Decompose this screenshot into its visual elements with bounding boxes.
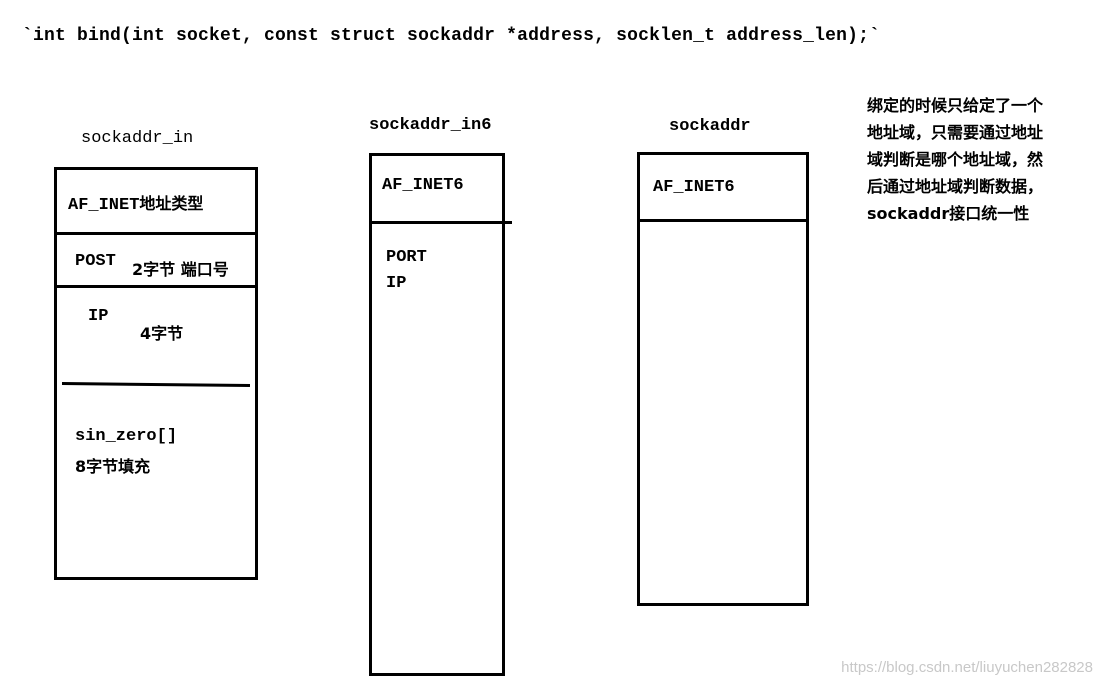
sockaddr-in6-ip: IP [386, 274, 407, 293]
sockaddr-in-ip-desc: 4字节 [140, 324, 184, 343]
sockaddr-family: AF_INET6 [653, 178, 735, 197]
sockaddr-in-family-field: AF_INET地址类型 [68, 190, 203, 215]
sockaddr-in-port-desc: 2字节 端口号 [132, 260, 229, 279]
sockaddr-box: AF_INET6 [637, 152, 809, 606]
sockaddr-divider [640, 219, 806, 222]
watermark: https://blog.csdn.net/liuyuchen282828 [841, 659, 1093, 676]
sockaddr-in6-divider [372, 221, 512, 224]
note-line: 地址域，只需要通过地址 [867, 123, 1044, 142]
sockaddr-in-family: AF_INET [68, 196, 140, 215]
sockaddr-in-box: AF_INET地址类型 POST 2字节 端口号 IP 4字节 sin_zero… [54, 167, 258, 580]
sockaddr-title: sockaddr [669, 117, 751, 136]
note-line: sockaddr接口统一性 [867, 204, 1030, 223]
sockaddr-in-family-desc: 地址类型 [139, 194, 204, 213]
sockaddr-in6-port: PORT [386, 248, 427, 267]
sockaddr-in-divider-ip [61, 382, 251, 387]
note-line: 域判断是哪个地址域，然 [867, 150, 1044, 169]
note-line: 绑定的时候只给定了一个 [867, 96, 1044, 115]
sockaddr-in-zero: sin_zero[] [75, 427, 178, 446]
sockaddr-in-divider-port [57, 285, 255, 288]
binding-note: 绑定的时候只给定了一个 地址域，只需要通过地址 域判断是哪个地址域，然 后通过地… [867, 92, 1099, 227]
sockaddr-in6-family: AF_INET6 [382, 176, 464, 195]
sockaddr-in6-box: AF_INET6 PORT IP [369, 153, 512, 676]
bind-signature: `int bind(int socket, const struct socka… [22, 26, 881, 46]
sockaddr-in-zero-desc: 8字节填充 [75, 457, 151, 476]
sockaddr-in-ip: IP [88, 307, 109, 326]
sockaddr-in-title: sockaddr_in [81, 129, 194, 148]
sockaddr-in6-title: sockaddr_in6 [369, 116, 492, 135]
sockaddr-in-port: POST [75, 252, 116, 271]
sockaddr-in-divider-family [57, 232, 255, 235]
note-line: 后通过地址域判断数据， [867, 177, 1044, 196]
